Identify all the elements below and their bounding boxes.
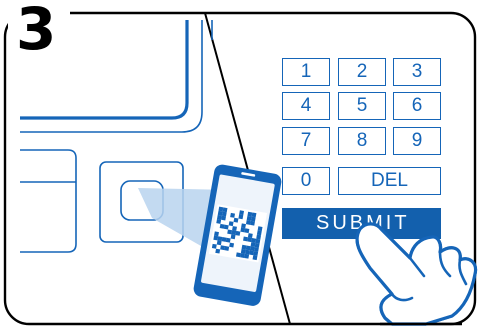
pointing-hand-icon bbox=[357, 224, 475, 324]
